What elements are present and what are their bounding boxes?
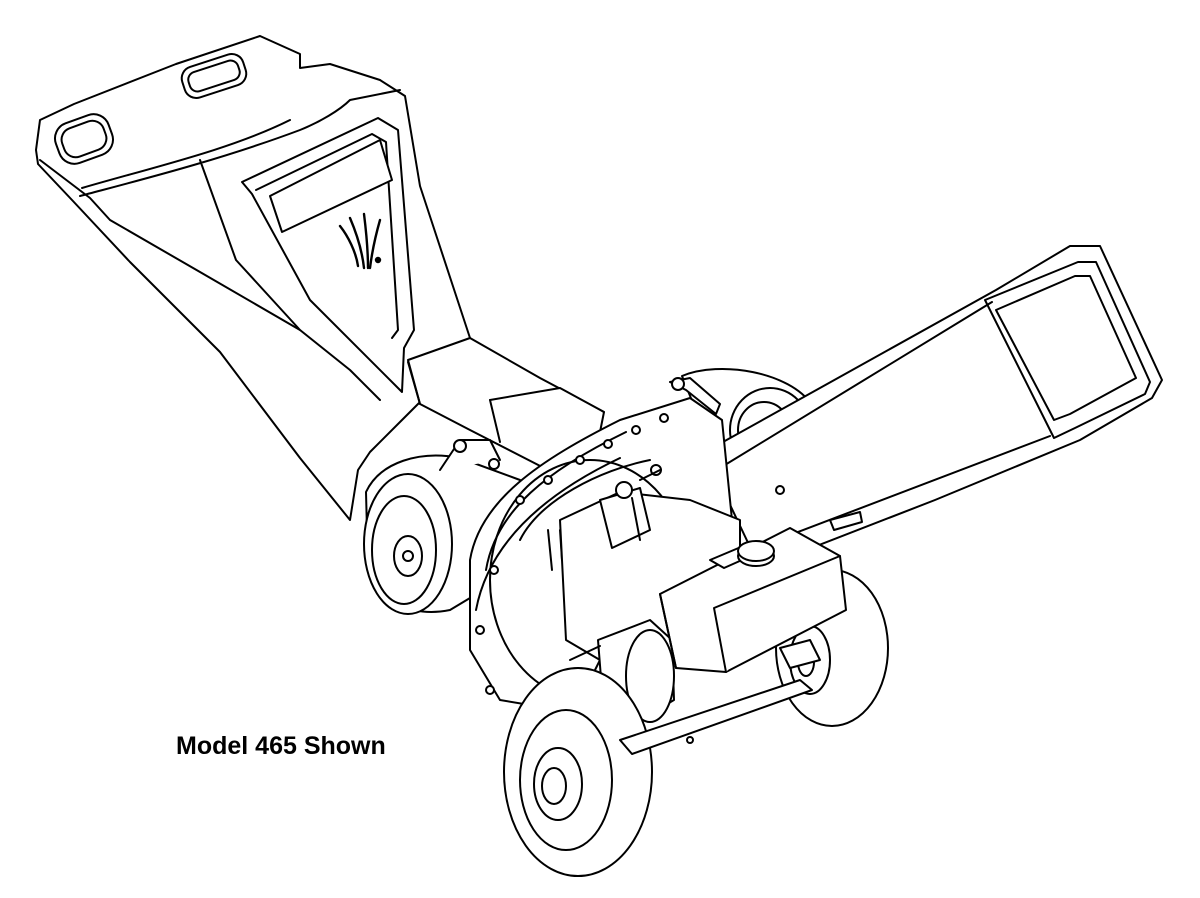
hopper <box>36 36 470 520</box>
fuel-tank <box>660 528 846 672</box>
axle <box>620 640 820 754</box>
hopper-logo <box>340 214 380 268</box>
fuel-cap <box>738 541 774 566</box>
front-wheel <box>504 668 652 876</box>
caption: Model 465 Shown <box>176 732 386 760</box>
